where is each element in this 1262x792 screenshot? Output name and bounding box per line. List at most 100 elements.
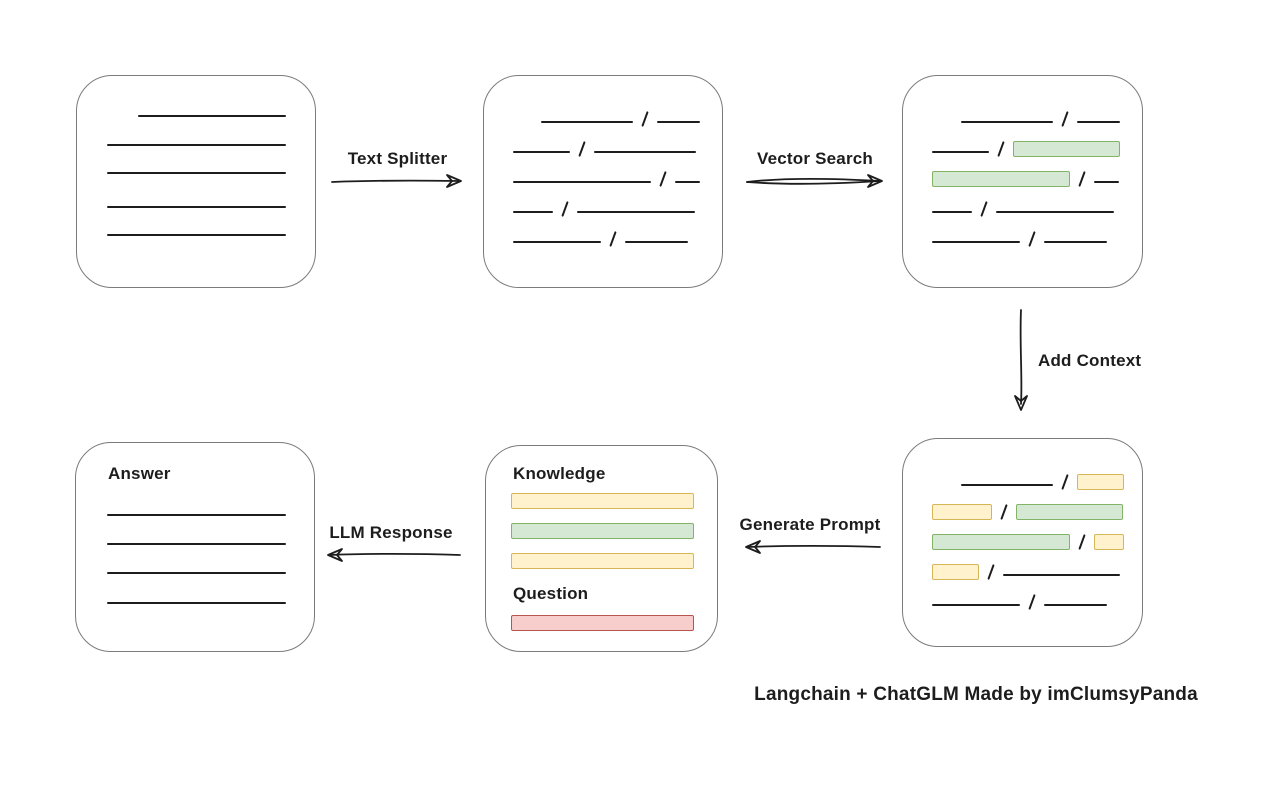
text-line [513,151,570,153]
box-row [484,188,722,218]
highlight-green [932,171,1070,187]
text-line [961,484,1053,486]
down-arrow-icon [1012,308,1030,418]
slash-separator [1028,592,1036,610]
text-line [107,144,286,146]
slash-separator [987,562,995,580]
generate-prompt-label: Generate Prompt [739,515,881,534]
text-line [1003,574,1120,576]
box-row: Question [486,570,717,604]
box-row: Knowledge [486,448,717,484]
slash-mark [609,231,617,247]
highlight-yellow [511,493,694,509]
box-label: Answer [108,464,171,483]
slash-separator [1061,472,1069,490]
highlight-green [511,523,694,539]
text-line [932,604,1020,606]
text-line [107,172,286,174]
slash-separator [659,169,667,187]
box-row [77,122,315,151]
text-line [541,121,633,123]
left-arrow-icon [738,536,882,558]
slash-mark [997,141,1005,157]
highlight-green [1016,504,1123,520]
highlight-green [1013,141,1120,157]
slash-separator [997,139,1005,157]
highlight-red [511,615,694,631]
vector-search-label: Vector Search [757,149,873,168]
box-row [484,98,722,128]
text-line [1044,604,1107,606]
text-line [1044,241,1107,243]
slash-mark [578,141,586,157]
slash-separator [1078,532,1086,550]
slash-separator [641,109,649,127]
right-arrow-icon [744,170,886,192]
slash-mark [1061,474,1069,490]
text-splitter-arrow: Text Splitter [330,148,465,192]
text-line [961,121,1053,123]
slash-mark [1000,504,1008,520]
box-row [903,218,1142,248]
credit-caption: Langchain + ChatGLM Made by imClumsyPand… [754,684,1198,705]
text-line [107,514,286,516]
box-label: Knowledge [513,464,606,483]
box-label: Question [513,584,589,603]
slash-mark [1028,231,1036,247]
llm-response-label: LLM Response [329,523,453,542]
text-line [594,151,696,153]
slash-separator [1028,229,1036,247]
box-row [486,510,717,540]
text-line [932,211,972,213]
text-line [107,543,286,545]
text-line [1077,121,1120,123]
text-line [932,241,1020,243]
text-line [675,181,700,183]
box-row [903,551,1142,581]
box-row [76,550,314,579]
text-line [107,572,286,574]
slash-separator [1000,502,1008,520]
box-row [903,581,1142,611]
slash-mark [1061,111,1069,127]
slash-mark [980,201,988,217]
box-row [486,540,717,570]
llm-response-arrow: LLM Response [320,522,462,566]
slash-mark [561,201,569,217]
search-results-box [902,75,1143,288]
slash-mark [987,564,995,580]
text-splitter-label: Text Splitter [347,149,448,168]
slash-mark [1078,534,1086,550]
slash-separator [578,139,586,157]
answer-box: Answer [75,442,315,652]
text-line [657,121,700,123]
text-line [107,234,286,236]
source-document-box [76,75,316,288]
box-row [486,484,717,510]
text-line [138,115,286,117]
box-row [903,461,1142,491]
highlight-yellow [511,553,694,569]
left-arrow-icon [320,544,462,566]
text-line [1094,181,1119,183]
box-row: Answer [76,448,314,484]
slash-mark [641,111,649,127]
slash-separator [1078,169,1086,187]
box-row [484,218,722,248]
box-row [76,579,314,609]
text-chunks-box [483,75,723,288]
text-line [513,241,601,243]
box-row [77,179,315,213]
highlight-yellow [1077,474,1124,490]
slash-mark [659,171,667,187]
highlight-yellow [1094,534,1124,550]
highlight-green [932,534,1070,550]
vector-search-arrow: Vector Search [744,148,886,192]
text-line [107,602,286,604]
context-chunks-box [902,438,1143,647]
add-context-arrow: Add Context [1012,308,1141,418]
generate-prompt-arrow: Generate Prompt [738,514,882,558]
box-row [486,604,717,632]
box-row [903,521,1142,551]
